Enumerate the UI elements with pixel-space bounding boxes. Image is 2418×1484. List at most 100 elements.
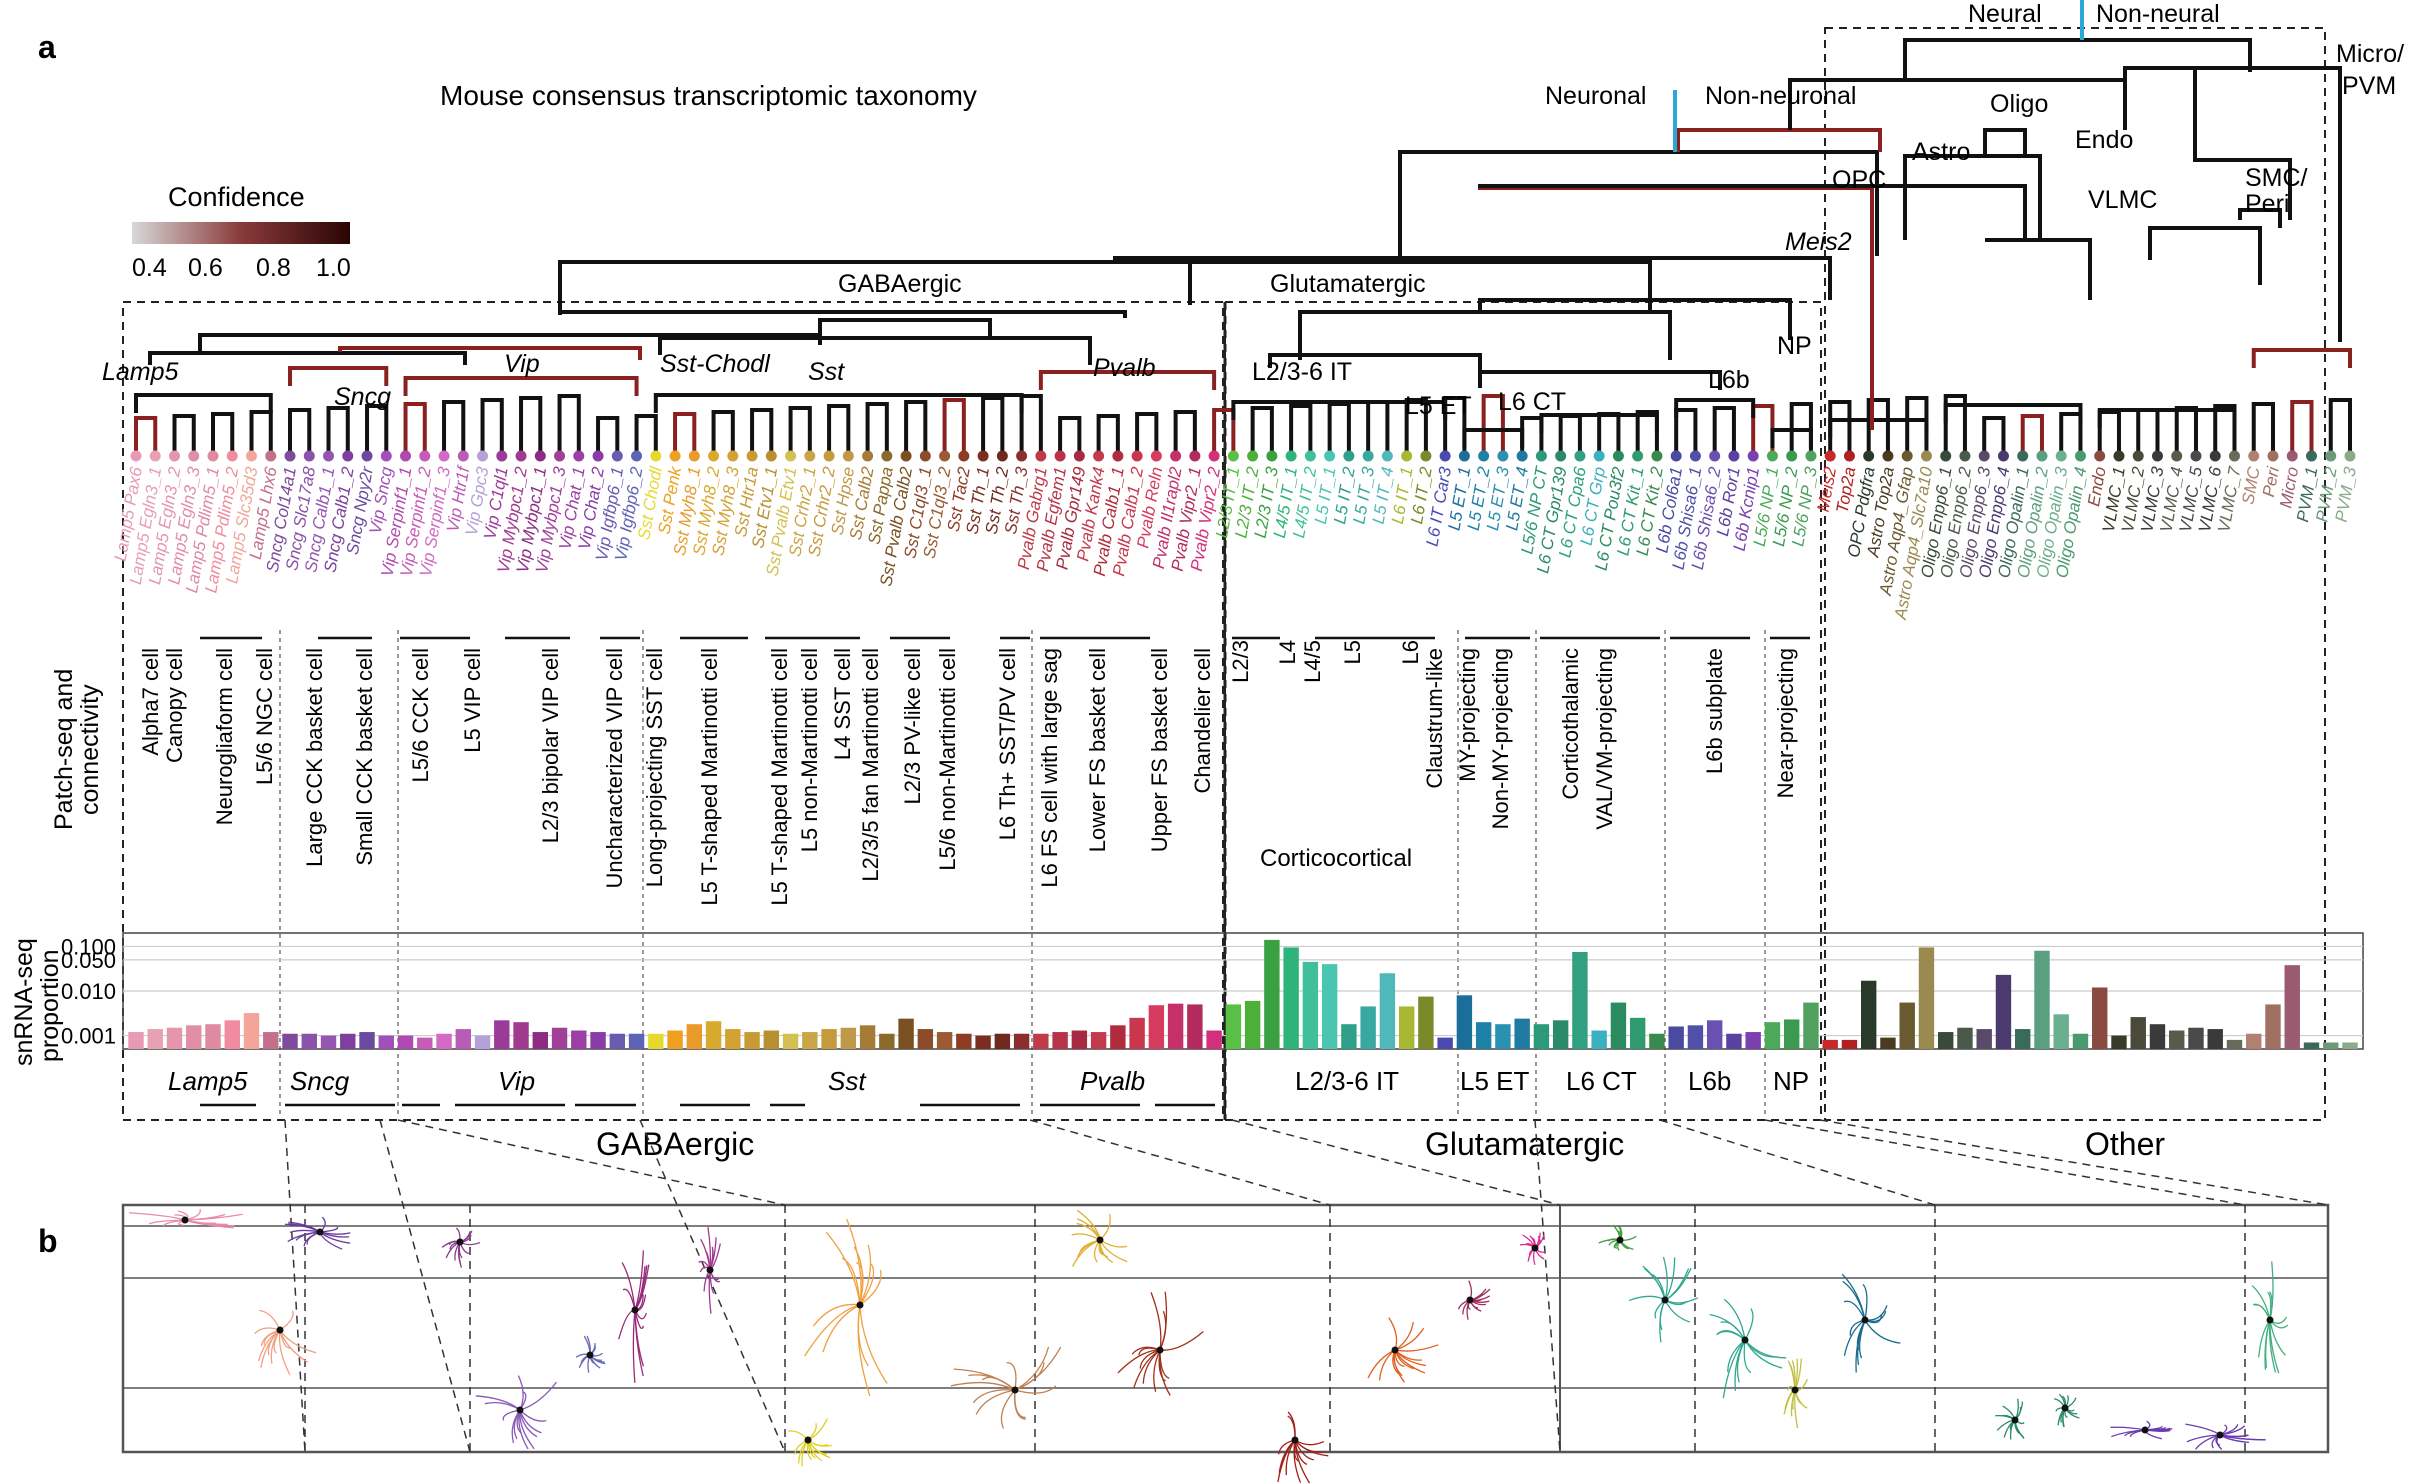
leaf-dot (2305, 450, 2317, 462)
snrna-bar (340, 1033, 356, 1049)
snrna-bar (2053, 1014, 2069, 1049)
group-vip: Vip (498, 1066, 535, 1096)
snrna-bar (263, 1032, 279, 1049)
snrna-bar (1668, 1026, 1684, 1049)
patch-seq-cell-label: Alpha7 cell (138, 648, 163, 756)
snrna-bar (1110, 1025, 1126, 1049)
leaf-dot (1632, 450, 1644, 462)
tree-branch (2251, 402, 2275, 452)
tree-branch (1096, 414, 1120, 452)
tree-branch (750, 408, 774, 452)
patch-seq-axis-label: Patch-seq and (50, 669, 78, 830)
snrna-bar (436, 1033, 452, 1049)
tree-clade (1828, 418, 1929, 438)
leaf-dot (1016, 450, 1028, 462)
soma (1156, 1346, 1164, 1354)
leaf-dot (1843, 450, 1855, 462)
snrna-bar (205, 1024, 221, 1049)
leaf-dot (1381, 450, 1393, 462)
group-glutamatergic: Glutamatergic (1425, 1126, 1624, 1162)
leaf-dot (1497, 450, 1509, 462)
tree-branch (1751, 404, 1775, 452)
leaf-dot (996, 450, 1008, 462)
snrna-bar (1880, 1037, 1896, 1049)
tree-trunk (1478, 370, 1722, 390)
neuron-morphology (698, 1226, 721, 1314)
leaf-dot (727, 450, 739, 462)
label-sst-chodl-clade: Sst-Chodl (660, 350, 771, 378)
leaf-dot (1362, 450, 1374, 462)
leaf-dot (1747, 450, 1759, 462)
leaf-dot (2190, 450, 2202, 462)
leaf-dot (1863, 450, 1875, 462)
patch-seq-cell-label: Lower FS basket cell (1085, 648, 1110, 852)
snrna-bar (2149, 1024, 2166, 1049)
confidence-colorbar (132, 222, 350, 244)
neurite (1159, 1349, 1171, 1396)
snrna-bar (1552, 1020, 1569, 1049)
tree-clade (2097, 408, 2237, 428)
soma (2266, 1316, 2274, 1324)
tree-branch (1905, 396, 1929, 452)
patch-seq-cell-label: L4 (1275, 640, 1300, 664)
tree-clade (134, 393, 273, 413)
neurite (950, 1381, 1016, 1391)
leaf-dot (1593, 450, 1605, 462)
leaf-dot (265, 450, 277, 462)
patch-seq-cell-label: L6 FS cell with large sag (1037, 648, 1062, 888)
patch-seq-cell-label: L6 (1398, 640, 1423, 664)
leaf-dot (2209, 450, 2221, 462)
neurite (1628, 1295, 1666, 1302)
neuron-morphology (804, 1218, 888, 1397)
tree-trunk (1115, 260, 1652, 310)
neuron-morphologies (128, 1208, 2289, 1484)
leaf-dot (1439, 450, 1451, 462)
soma (2141, 1426, 2149, 1434)
label-non-neuronal: Non-neuronal (1705, 82, 1857, 110)
neurite (1000, 1389, 1016, 1429)
snrna-bar (2092, 987, 2108, 1049)
snrna-axis-label: snRNA-seq (10, 938, 38, 1066)
leaf-dot (2248, 450, 2260, 462)
soma (2216, 1431, 2224, 1439)
tree-branch (1982, 416, 2006, 452)
snrna-bar (1283, 947, 1299, 1049)
patch-seq-cell-label: L4/5 (1300, 640, 1325, 683)
leaf-dot (303, 450, 315, 462)
column-separators (279, 630, 1766, 1115)
tree-branch (1674, 408, 1698, 452)
soma (1391, 1346, 1399, 1354)
label-vlmc: VLMC (2088, 186, 2157, 214)
leaf-dot (2074, 450, 2086, 462)
neurite (632, 1309, 636, 1383)
tree-branch (1943, 394, 1967, 452)
neuron-morphology (2110, 1420, 2173, 1440)
snrna-bar (2246, 1033, 2262, 1049)
tree-branch (1135, 412, 1159, 452)
label-astro: Astro (1912, 138, 1970, 166)
leaf-dot (1247, 450, 1259, 462)
leaf-dot (1458, 450, 1470, 462)
snrna-bar (571, 1030, 587, 1049)
tree-branch (673, 412, 697, 452)
neurite (1743, 1339, 1752, 1374)
snrna-bar (725, 1029, 741, 1049)
neuron-morphology (2251, 1261, 2289, 1374)
taxonomy-dendrogram (134, 0, 2352, 452)
panel-label-b: b (38, 1223, 58, 1259)
snrna-bar (1976, 1029, 1992, 1049)
snrna-bar (2072, 1033, 2089, 1049)
snrna-bar (2226, 1039, 2243, 1049)
neurite (1842, 1280, 1866, 1321)
leaf-dot (1766, 450, 1778, 462)
label-neural: Neural (1968, 0, 2042, 28)
soma (1011, 1386, 1019, 1394)
neurite (1723, 1298, 1746, 1341)
tree-branch (827, 404, 851, 452)
snrna-bar (1514, 1018, 1530, 1049)
snrna-bar (1899, 1002, 1915, 1049)
tree-branch (2290, 400, 2314, 452)
leaf-dot (785, 450, 797, 462)
leaf-dot (1670, 450, 1682, 462)
label-meis2: Meis2 (1785, 228, 1852, 256)
